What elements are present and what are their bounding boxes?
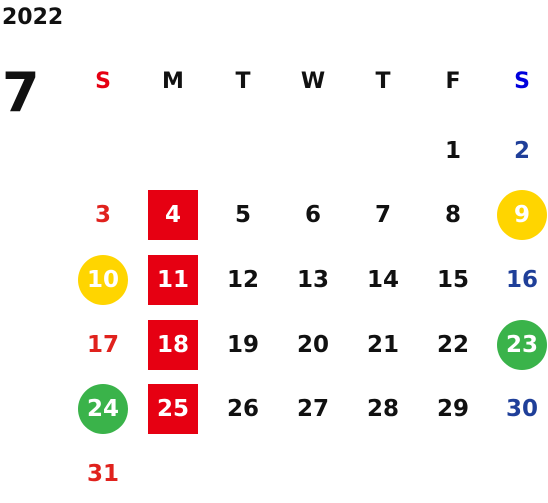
calendar-day: 2 xyxy=(513,137,530,164)
calendar-day: 30 xyxy=(505,395,538,422)
calendar-day: 18 xyxy=(148,320,198,370)
calendar-day: 12 xyxy=(226,266,259,293)
weekday-label-tue: T xyxy=(235,69,251,94)
calendar-day: 1 xyxy=(444,137,461,164)
year-label: 2022 xyxy=(2,5,64,30)
weekday-label-sun: S xyxy=(95,69,111,94)
calendar-day: 3 xyxy=(94,201,111,228)
calendar-day: 7 xyxy=(374,201,391,228)
calendar-day: 25 xyxy=(148,384,198,434)
calendar-day: 14 xyxy=(366,266,399,293)
weekday-label-wed: W xyxy=(300,69,326,94)
calendar-day: 22 xyxy=(436,331,469,358)
month-number: 7 xyxy=(2,61,40,124)
calendar-day: 15 xyxy=(436,266,469,293)
calendar-day: 8 xyxy=(444,201,461,228)
calendar-day: 10 xyxy=(78,255,128,305)
calendar-day: 31 xyxy=(86,460,119,487)
calendar-day: 19 xyxy=(226,331,259,358)
calendar-day: 6 xyxy=(304,201,321,228)
calendar-day: 17 xyxy=(86,331,119,358)
calendar-day: 11 xyxy=(148,255,198,305)
calendar-day: 13 xyxy=(296,266,329,293)
calendar-day: 16 xyxy=(505,266,538,293)
calendar-day: 28 xyxy=(366,395,399,422)
calendar-day: 29 xyxy=(436,395,469,422)
weekday-label-sat: S xyxy=(514,69,530,94)
calendar-day: 27 xyxy=(296,395,329,422)
calendar-day: 9 xyxy=(497,190,547,240)
calendar-day: 20 xyxy=(296,331,329,358)
weekday-label-thu: T xyxy=(375,69,391,94)
calendar-day: 21 xyxy=(366,331,399,358)
calendar-day: 26 xyxy=(226,395,259,422)
weekday-label-mon: M xyxy=(162,69,184,94)
calendar-day: 5 xyxy=(234,201,251,228)
calendar-day: 23 xyxy=(497,320,547,370)
calendar-day: 24 xyxy=(78,384,128,434)
weekday-label-fri: F xyxy=(445,69,461,94)
calendar-day: 4 xyxy=(148,190,198,240)
